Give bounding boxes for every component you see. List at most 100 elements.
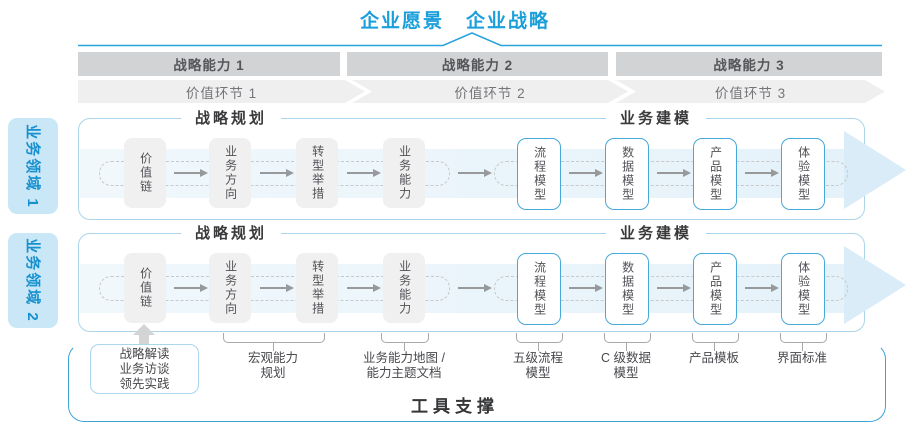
capability-band-3: 战略能力 3 (616, 52, 882, 76)
title-strategy: 企业战略 (466, 11, 551, 32)
annotation-bracket (604, 333, 651, 343)
section-title-planning: 战略规划 (180, 109, 282, 129)
annotation-line: 宏观能力 (247, 351, 298, 365)
annotation-stem (538, 342, 539, 351)
page-title: 企业愿景 企业战略 (0, 6, 910, 33)
annotation-line: 模型 (525, 366, 551, 380)
annotation-stem (404, 342, 405, 351)
box-data-model-label: 数据模型 (620, 146, 635, 202)
domain-box-2: 战略规划 业务建模 价值链 业务方向 转型举措 业务能力 流程模型 数据模型 产… (78, 224, 906, 332)
dashed-placeholder-track (494, 161, 848, 186)
annotation-stem (714, 342, 715, 351)
box-transformation-initiatives-label: 转型举措 (310, 260, 325, 316)
flow-arrow-icon (260, 283, 294, 292)
box-business-direction-label: 业务方向 (223, 145, 238, 201)
box-business-capability: 业务能力 (383, 138, 425, 208)
vision-bracket-line (78, 32, 882, 47)
tool-support-container (68, 343, 886, 422)
flow-arrow-icon (569, 168, 603, 177)
box-transformation-initiatives-label: 转型举措 (310, 145, 325, 201)
up-arrow-icon (133, 324, 155, 335)
flow-arrow-icon (657, 283, 691, 292)
box-process-model: 流程模型 (517, 138, 561, 210)
annotation-line: 业务能力地图 / (363, 351, 445, 365)
annotation-line: C 级数据 (600, 351, 651, 365)
flow-arrow-icon (657, 168, 691, 177)
annotation-bracket (692, 333, 739, 343)
flow-arrow-icon (260, 168, 294, 177)
capability-band-2: 战略能力 2 (347, 52, 608, 76)
practice-line: 业务访谈 (119, 361, 170, 376)
practice-line: 战略解读 (119, 346, 170, 361)
flow-arrow-icon (347, 168, 381, 177)
flow-arrowhead-icon (844, 246, 906, 324)
annotation-ui-standard: 界面标准 (737, 351, 867, 366)
annotation-stem (802, 342, 803, 351)
annotation-process-model: 五级流程 模型 (473, 351, 603, 381)
domain-box-1: 战略规划 业务建模 价值链 业务方向 转型举措 业务能力 流程模型 数据模型 产… (78, 109, 906, 220)
flow-arrowhead-icon (844, 131, 906, 209)
annotation-stem (626, 342, 627, 351)
box-value-chain-label: 价值链 (138, 152, 153, 194)
value-chevron-3-label: 价值环节 3 (714, 85, 787, 101)
annotation-product-template: 产品模板 (649, 351, 779, 366)
box-business-capability-label: 业务能力 (397, 145, 412, 201)
box-product-model: 产品模型 (693, 253, 737, 325)
tool-support-label: 工具支撑 (411, 397, 499, 416)
box-product-model-label: 产品模型 (708, 146, 723, 202)
flow-arrow-icon (174, 283, 208, 292)
side-label-domain-2-text: 业务领域 2 (23, 238, 41, 323)
annotation-line: 五级流程 (512, 351, 563, 365)
flow-arrow-icon (569, 283, 603, 292)
section-title-modeling: 业务建模 (605, 109, 707, 129)
value-chevron-3: 价值环节 3 (616, 80, 885, 103)
capability-band-1-label: 战略能力 1 (173, 58, 245, 73)
side-label-domain-1: 业务领域 1 (8, 118, 58, 214)
box-business-capability-label: 业务能力 (397, 260, 412, 316)
practice-line: 领先实践 (119, 376, 170, 391)
section-title-planning: 战略规划 (180, 224, 282, 244)
box-value-chain-label: 价值链 (138, 267, 153, 309)
box-transformation-initiatives: 转型举措 (296, 253, 338, 323)
annotation-line: 产品模板 (688, 351, 739, 365)
value-chevron-1: 价值环节 1 (78, 80, 365, 103)
box-data-model: 数据模型 (605, 138, 649, 210)
side-label-domain-1-text: 业务领域 1 (23, 123, 41, 209)
dashed-placeholder-track (99, 161, 450, 186)
capability-band-1: 战略能力 1 (78, 52, 340, 76)
box-transformation-initiatives: 转型举措 (296, 138, 338, 208)
box-experience-model: 体验模型 (781, 138, 825, 210)
annotation-line: 规划 (260, 366, 286, 380)
value-chevron-2-label: 价值环节 2 (454, 85, 526, 101)
box-business-direction-label: 业务方向 (223, 260, 238, 316)
annotation-line: 界面标准 (776, 351, 827, 365)
dashed-placeholder-track (99, 276, 450, 301)
annotation-capability-map: 业务能力地图 / 能力主题文档 (339, 351, 469, 381)
flow-arrow-icon (174, 168, 208, 177)
box-experience-model-label: 体验模型 (796, 146, 811, 202)
box-business-direction: 业务方向 (209, 138, 251, 208)
annotation-line: 模型 (613, 366, 639, 380)
annotation-bracket (223, 333, 325, 343)
box-experience-model-label: 体验模型 (796, 261, 811, 317)
capability-band-3-label: 战略能力 3 (713, 58, 785, 73)
title-vision: 企业愿景 (359, 11, 444, 32)
value-chevron-2: 价值环节 2 (352, 80, 628, 103)
side-label-domain-2: 业务领域 2 (8, 233, 58, 328)
box-process-model-label: 流程模型 (532, 146, 547, 202)
flow-arrow-icon (347, 283, 381, 292)
box-data-model: 数据模型 (605, 253, 649, 325)
box-product-model: 产品模型 (693, 138, 737, 210)
box-value-chain: 价值链 (124, 138, 166, 208)
up-arrow-icon (139, 335, 149, 344)
box-product-model-label: 产品模型 (708, 261, 723, 317)
box-data-model-label: 数据模型 (620, 261, 635, 317)
box-value-chain: 价值链 (124, 253, 166, 323)
box-process-model-label: 流程模型 (532, 261, 547, 317)
annotation-data-model: C 级数据 模型 (561, 351, 691, 381)
box-experience-model: 体验模型 (781, 253, 825, 325)
annotation-bracket (381, 333, 429, 343)
box-process-model: 流程模型 (517, 253, 561, 325)
box-business-direction: 业务方向 (209, 253, 251, 323)
